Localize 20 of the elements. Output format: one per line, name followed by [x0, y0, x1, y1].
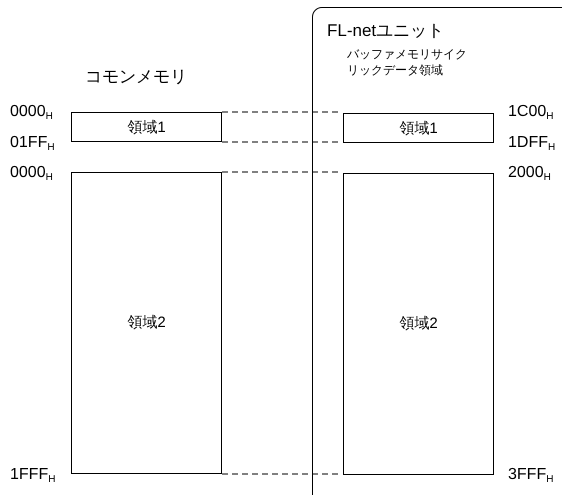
address-label: 2000$_{H}$	[508, 163, 551, 184]
memory-area-box	[343, 173, 494, 475]
address-label: 1FFF$_{H}$	[10, 465, 56, 486]
memory-area-box	[343, 113, 494, 143]
unit-title: FL-netユニット	[327, 20, 444, 42]
address-label: 1DFF$_{H}$	[508, 133, 556, 154]
address-label: 3FFF$_{H}$	[508, 465, 554, 486]
address-label: 0000$_{H}$	[10, 163, 53, 184]
unit-description: バッファメモリサイクリックデータ領域	[347, 46, 467, 78]
address-label: 0000$_{H}$	[10, 102, 53, 124]
area-label: 領域1	[399, 120, 438, 136]
area-label: 領域1	[127, 120, 166, 134]
address-label: 1C00$_{H}$	[508, 102, 554, 124]
memory-area-box	[71, 172, 222, 474]
area-label: 領域2	[399, 314, 438, 334]
memory-area-box	[71, 112, 222, 142]
unit-frame	[312, 7, 562, 495]
address-label: 01FF$_{H}$	[10, 133, 55, 154]
area-label: 領域2	[127, 312, 166, 333]
memory-heading: コモンメモリ	[85, 66, 187, 88]
